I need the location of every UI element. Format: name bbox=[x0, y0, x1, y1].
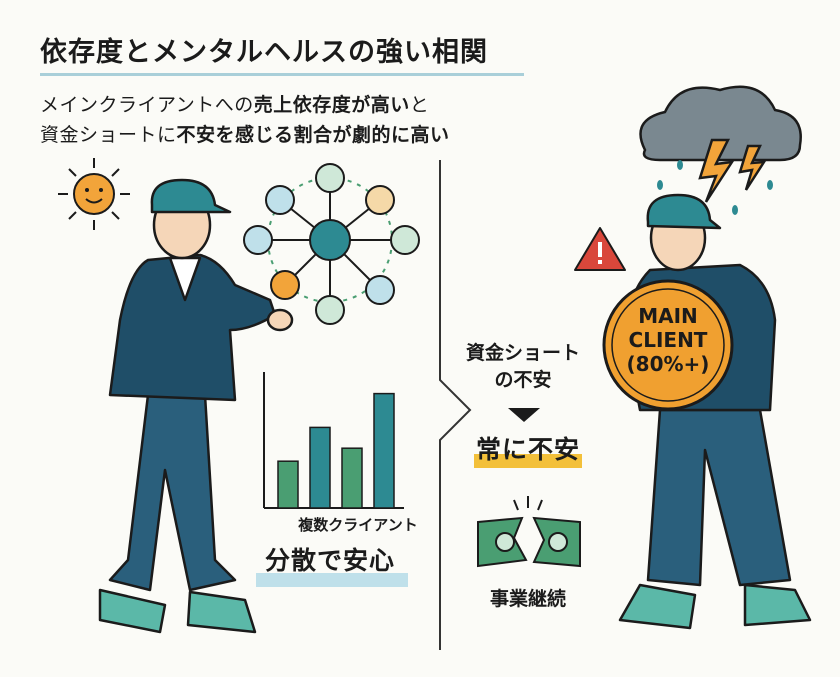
coin-line-2: CLIENT bbox=[628, 328, 708, 352]
chart-bar-3 bbox=[341, 447, 363, 509]
page-title: 依存度とメンタルヘルスの強い相関 bbox=[40, 37, 488, 68]
subtitle-line-1: メインクライアントへの売上依存度が高いと bbox=[40, 90, 429, 117]
multiple-clients-label: 複数クライアント bbox=[298, 516, 418, 534]
subtitle-2-bold: 不安を感じる割合が劇的に高い bbox=[176, 124, 450, 146]
storm-cloud-icon bbox=[639, 85, 802, 203]
confident-person bbox=[98, 178, 294, 634]
worry-line-1: 資金ショート bbox=[465, 342, 580, 364]
bar-chart bbox=[263, 372, 404, 509]
panel-divider bbox=[439, 160, 472, 650]
coin-line-3: (80%+) bbox=[626, 352, 710, 376]
subtitle-1-normal: メインクライアントへの bbox=[40, 94, 254, 116]
tagline-highlight bbox=[256, 573, 408, 587]
torn-money-icon bbox=[477, 496, 581, 568]
subtitle-line-2: 資金ショートに不安を感じる割合が劇的に高い bbox=[40, 120, 450, 147]
main-client-coin bbox=[602, 279, 734, 411]
subtitle-2-normal: 資金ショートに bbox=[40, 124, 177, 146]
cash-shortage-worry: 資金ショート の不安 bbox=[448, 340, 598, 394]
coin-line-1: MAIN bbox=[638, 304, 698, 328]
warning-icon bbox=[574, 227, 626, 271]
result-highlight bbox=[474, 454, 582, 468]
subtitle-1-tail: と bbox=[409, 94, 430, 116]
chart-bar-1 bbox=[277, 460, 299, 509]
chart-bar-4 bbox=[373, 392, 395, 509]
business-continuity-label: 事業継続 bbox=[489, 588, 566, 610]
client-network-icon bbox=[243, 163, 420, 325]
chart-bar-2 bbox=[309, 426, 331, 509]
worried-person bbox=[618, 193, 812, 630]
coin-inner-ring bbox=[611, 288, 725, 402]
subtitle-1-bold: 売上依存度が高い bbox=[253, 94, 410, 116]
always-anxious-label: 常に不安 bbox=[475, 435, 580, 464]
diversify-tagline: 分散で安心 bbox=[264, 546, 395, 575]
coin-label: MAIN CLIENT (80%+) bbox=[608, 304, 728, 376]
worry-line-2: の不安 bbox=[494, 369, 552, 391]
title-underline bbox=[40, 73, 524, 76]
sun-icon bbox=[58, 158, 130, 230]
down-triangle-icon bbox=[508, 408, 540, 422]
